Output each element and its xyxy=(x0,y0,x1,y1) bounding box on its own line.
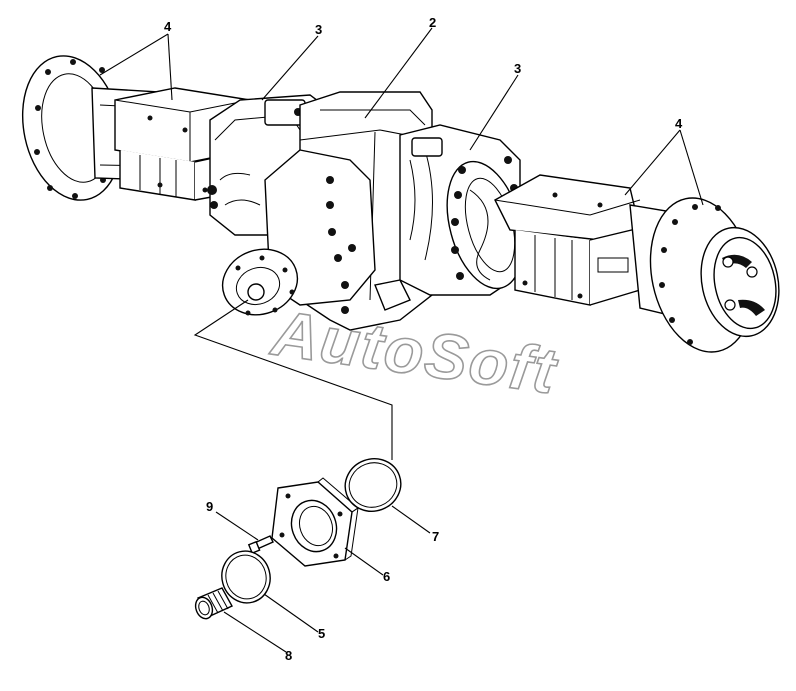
callout-3-left: 3 xyxy=(315,22,322,37)
right-flange xyxy=(649,197,780,353)
o-ring-5 xyxy=(221,550,271,604)
callout-7: 7 xyxy=(432,529,439,544)
right-planetary-housing xyxy=(399,124,524,296)
cover-flange-6 xyxy=(271,477,359,567)
callout-6: 6 xyxy=(383,569,390,584)
callout-8: 8 xyxy=(285,648,292,663)
callout-4-left: 4 xyxy=(164,19,172,34)
callout-5: 5 xyxy=(318,626,325,641)
callout-9: 9 xyxy=(206,499,213,514)
explode-path-line xyxy=(193,299,393,460)
sleeve-8 xyxy=(194,587,233,620)
callout-4-right: 4 xyxy=(675,116,683,131)
callout-leaders xyxy=(99,27,704,653)
pinion-input-flange xyxy=(221,248,299,316)
callout-3-right: 3 xyxy=(514,61,521,76)
bolt-9 xyxy=(247,535,274,555)
watermark: AutoSoft xyxy=(266,296,562,407)
callout-2: 2 xyxy=(429,15,436,30)
o-ring-7 xyxy=(344,458,402,512)
